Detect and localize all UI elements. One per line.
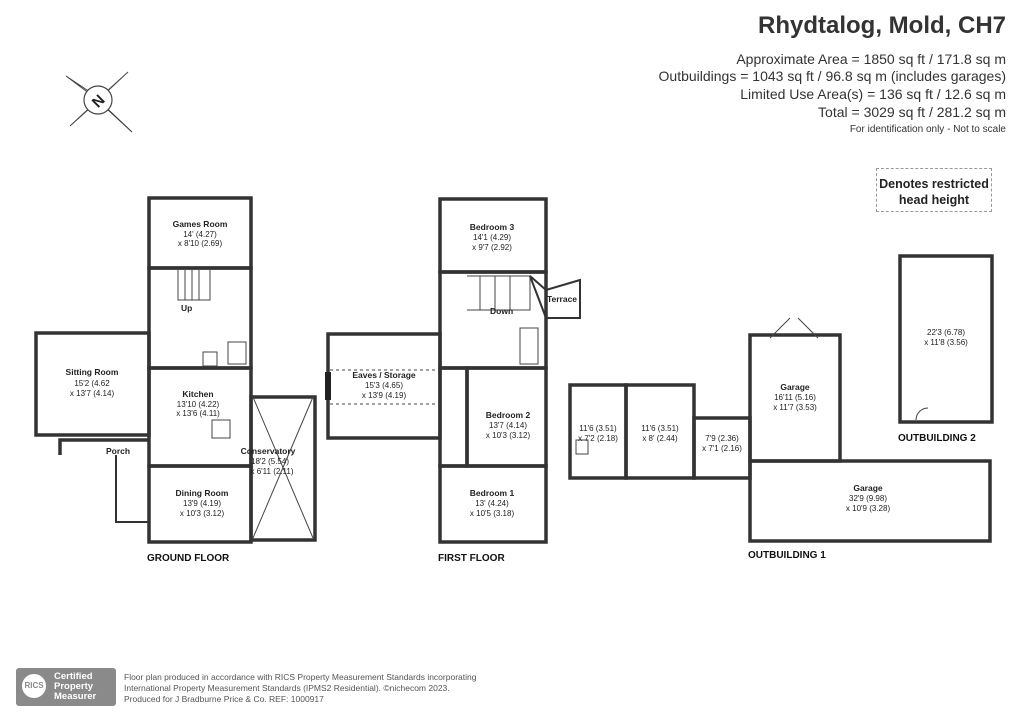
limited-use-area: Limited Use Area(s) = 136 sq ft / 12.6 s… — [740, 86, 1006, 102]
room-a-dim2: x 7'2 (2.18) — [578, 434, 618, 443]
sitting-room-dim1: 15'2 (4.62 — [74, 379, 110, 388]
bedroom3-dim2: x 9'7 (2.92) — [472, 243, 512, 252]
games-room-dim2: x 8'10 (2.69) — [178, 239, 223, 248]
outbuilding1-label: OUTBUILDING 1 — [748, 550, 826, 561]
dining-room-name: Dining Room — [176, 488, 229, 498]
games-room-name: Games Room — [173, 219, 228, 229]
outbuilding2-label: OUTBUILDING 2 — [898, 433, 976, 444]
rics-mark: RICS — [22, 674, 46, 698]
first-floor-label: FIRST FLOOR — [438, 553, 505, 564]
approximate-area: Approximate Area = 1850 sq ft / 171.8 sq… — [736, 51, 1006, 67]
garage-lower-dim2: x 10'9 (3.28) — [846, 504, 891, 513]
cert-line1: Certified — [54, 671, 93, 682]
bedroom1-dim2: x 10'5 (3.18) — [470, 509, 515, 518]
conservatory-dim1: 18'2 (5.54) — [251, 457, 289, 466]
footer-line2: International Property Measurement Stand… — [124, 683, 450, 693]
restricted-height-legend: Denotes restricted head height — [876, 168, 992, 212]
kitchen-dim1: 13'10 (4.22) — [177, 400, 220, 409]
bedroom2-name: Bedroom 2 — [486, 410, 531, 420]
conservatory-dim2: x 6'11 (2.11) — [250, 467, 293, 476]
identification-note: For identification only - Not to scale — [849, 124, 1006, 135]
garage-lower-outline — [748, 459, 992, 543]
room-b-dim2: x 8' (2.44) — [642, 434, 678, 443]
garage-lower-name: Garage — [853, 483, 883, 493]
garage-upper-name: Garage — [780, 382, 810, 392]
cert-line3: Measurer — [54, 691, 97, 702]
eaves-dim2: x 13'9 (4.19) — [362, 391, 407, 400]
compass-icon: N — [65, 71, 133, 133]
porch-label: Porch — [106, 446, 130, 456]
restricted-legend-line1: Denotes restricted — [879, 177, 989, 191]
footer-line1: Floor plan produced in accordance with R… — [124, 672, 477, 682]
bedroom1-name: Bedroom 1 — [470, 488, 515, 498]
outbuilding2-dim1: 22'3 (6.78) — [927, 328, 965, 337]
garage-upper-dim1: 16'11 (5.16) — [774, 393, 816, 402]
bedroom2-dim1: 13'7 (4.14) — [489, 421, 527, 430]
ground-floor-label: GROUND FLOOR — [147, 553, 230, 564]
eaves-dim1: 15'3 (4.65) — [365, 381, 403, 390]
room-c-dim2: x 7'1 (2.16) — [702, 444, 742, 453]
total-area: Total = 3029 sq ft / 281.2 sq m — [818, 104, 1006, 120]
bedroom2-dim2: x 10'3 (3.12) — [486, 431, 531, 440]
bedroom1-dim1: 13' (4.24) — [475, 499, 509, 508]
kitchen-name: Kitchen — [182, 389, 213, 399]
bedroom1-outline — [438, 464, 548, 544]
bedroom3-dim1: 14'1 (4.29) — [473, 233, 511, 242]
property-title: Rhydtalog, Mold, CH7 — [758, 12, 1006, 39]
footer-disclaimer: Floor plan produced in accordance with R… — [124, 672, 476, 705]
terrace-label: Terrace — [547, 294, 577, 304]
outbuildings-area: Outbuildings = 1043 sq ft / 96.8 sq m (i… — [658, 68, 1006, 84]
dining-room-dim1: 13'9 (4.19) — [183, 499, 221, 508]
conservatory-outline — [249, 395, 317, 542]
garage-upper-dim2: x 11'7 (3.53) — [773, 403, 817, 412]
stairs-down-label: Down — [490, 306, 513, 316]
sitting-room-dim2: x 13'7 (4.14) — [70, 389, 115, 398]
restricted-legend-line2: head height — [898, 193, 970, 207]
sitting-room-name: Sitting Room — [66, 367, 119, 377]
dining-room-dim2: x 10'3 (3.12) — [180, 509, 225, 518]
bedroom3-name: Bedroom 3 — [470, 222, 515, 232]
conservatory-name: Conservatory — [241, 446, 296, 456]
outbuilding2-outline — [898, 254, 994, 424]
room-b-dim1: 11'6 (3.51) — [641, 424, 679, 433]
eaves-name: Eaves / Storage — [352, 370, 416, 380]
kitchen-dim2: x 13'6 (4.11) — [176, 409, 220, 418]
garage-lower-dim1: 32'9 (9.98) — [849, 494, 887, 503]
room-a-dim1: 11'6 (3.51) — [579, 424, 617, 433]
cert-line2: Property — [54, 681, 94, 692]
certified-measurer-text: Certified Property Measurer — [54, 672, 96, 702]
footer-line3: Produced for J Bradburne Price & Co. REF… — [124, 694, 324, 704]
rics-logo: RICS Certified Property Measurer — [16, 668, 116, 706]
outbuilding2-dim2: x 11'8 (3.56) — [924, 338, 968, 347]
games-room-dim1: 14' (4.27) — [183, 230, 217, 239]
stairs-up-label: Up — [181, 303, 192, 313]
room-c-dim1: 7'9 (2.36) — [705, 434, 739, 443]
